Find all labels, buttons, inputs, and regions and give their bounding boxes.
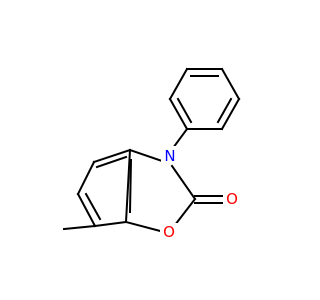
oxazolone-ring — [124, 148, 197, 234]
double-bond-inner — [216, 97, 233, 124]
bond — [170, 164, 197, 201]
carbonyl-oxygen-label: O — [226, 190, 238, 208]
bond-n-phenyl — [171, 127, 189, 150]
bond — [220, 67, 241, 101]
bond — [76, 160, 96, 196]
nitrogen-label: N — [164, 147, 175, 165]
bond — [76, 192, 97, 228]
bond — [124, 220, 166, 234]
double-bond-inner — [84, 192, 102, 221]
bond — [92, 148, 132, 164]
carbonyl-group — [194, 195, 225, 204]
atom-carbonyl-oxygen: O — [223, 190, 241, 208]
bond — [124, 148, 132, 224]
double-bond-inner — [128, 158, 133, 214]
bond — [128, 148, 167, 164]
atom-nitrogen: N — [161, 146, 179, 165]
phenyl-ring — [168, 67, 241, 131]
molecule-canvas: N O O — [62, 67, 241, 241]
bond — [93, 220, 128, 228]
structure-drawing: N O O — [62, 67, 241, 241]
bond — [220, 97, 241, 131]
methyl-bond — [62, 224, 97, 231]
atom-ring-oxygen: O — [160, 223, 178, 241]
double-bond-inner — [95, 155, 128, 169]
bond — [168, 67, 189, 101]
bond — [168, 97, 189, 131]
ring-oxygen-label: O — [163, 223, 175, 241]
double-bond-inner — [176, 97, 193, 124]
benzo-ring — [76, 148, 133, 228]
bond — [173, 197, 197, 227]
